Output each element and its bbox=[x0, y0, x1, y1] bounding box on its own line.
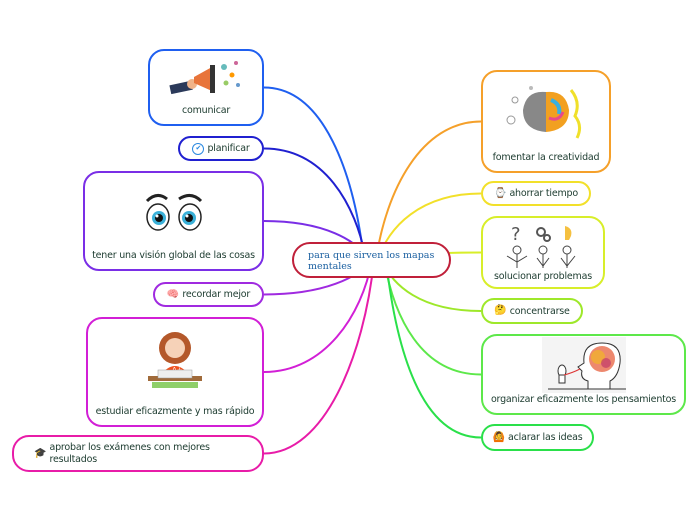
node-creatividad[interactable]: fomentar la creatividad bbox=[481, 70, 611, 173]
tangled-head-illustration bbox=[483, 336, 684, 394]
central-topic-label: para que sirven los mapas mentales bbox=[308, 250, 435, 272]
woman-gesturing-icon: 🙆 bbox=[492, 431, 505, 443]
brain-icon: 🧠 bbox=[166, 288, 180, 300]
megaphone-illustration bbox=[150, 51, 262, 105]
node-ideas[interactable]: 🙆 aclarar las ideas bbox=[481, 424, 594, 451]
node-ideas-label: aclarar las ideas bbox=[507, 432, 583, 443]
svg-text:?: ? bbox=[511, 224, 521, 245]
node-recordar-label: recordar mejor bbox=[182, 289, 251, 300]
node-planificar[interactable]: ✔ planificar bbox=[178, 136, 264, 161]
connector-ideas bbox=[385, 259, 482, 439]
check-circle-icon: ✔ bbox=[192, 142, 205, 155]
watch-icon: ⌚ bbox=[493, 187, 507, 199]
connector-comunicar bbox=[263, 86, 365, 261]
node-aprobar-label: aprobar los exámenes con mejores resulta… bbox=[49, 441, 210, 465]
node-tiempo[interactable]: ⌚ ahorrar tiempo bbox=[481, 181, 591, 206]
central-topic[interactable]: para que sirven los mapas mentales bbox=[292, 242, 451, 278]
studying-girl-illustration: A+ bbox=[88, 319, 262, 406]
node-concentrarse-label: concentrarse bbox=[509, 305, 570, 317]
node-comunicar-label: comunicar bbox=[181, 105, 231, 116]
connector-estudiar bbox=[263, 259, 373, 373]
node-planificar-label: planificar bbox=[207, 143, 250, 154]
node-comunicar[interactable]: comunicar bbox=[148, 49, 264, 126]
graduate-icon: 🎓 bbox=[34, 447, 47, 459]
node-pensamientos[interactable]: organizar eficazmente los pensamientos bbox=[481, 334, 686, 415]
thinking-face-icon: 🤔 bbox=[494, 305, 507, 316]
thinking-figures-illustration: ? bbox=[483, 218, 603, 271]
node-estudiar-label: estudiar eficazmente y mas rápido bbox=[95, 406, 255, 417]
node-problemas[interactable]: ? solucionar problemas bbox=[481, 216, 605, 289]
node-estudiar[interactable]: A+ estudiar eficazmente y mas rápido bbox=[86, 317, 264, 427]
connector-creatividad bbox=[375, 120, 482, 261]
cartoon-eyes-illustration bbox=[85, 173, 262, 250]
connector-planificar bbox=[263, 147, 367, 261]
node-vision[interactable]: tener una visión global de las cosas bbox=[83, 171, 264, 271]
colorful-brain-illustration bbox=[483, 72, 609, 152]
connector-aprobar bbox=[263, 259, 375, 455]
node-aprobar[interactable]: 🎓 aprobar los exámenes con mejores resul… bbox=[12, 435, 264, 472]
node-recordar[interactable]: 🧠 recordar mejor bbox=[153, 282, 264, 307]
node-tiempo-label: ahorrar tiempo bbox=[509, 188, 578, 199]
node-concentrarse[interactable]: 🤔 concentrarse bbox=[481, 298, 583, 324]
node-problemas-label: solucionar problemas bbox=[494, 271, 592, 282]
node-pensamientos-label: organizar eficazmente los pensamientos bbox=[490, 394, 677, 405]
node-creatividad-label: fomentar la creatividad bbox=[492, 152, 600, 163]
node-vision-label: tener una visión global de las cosas bbox=[92, 250, 255, 261]
